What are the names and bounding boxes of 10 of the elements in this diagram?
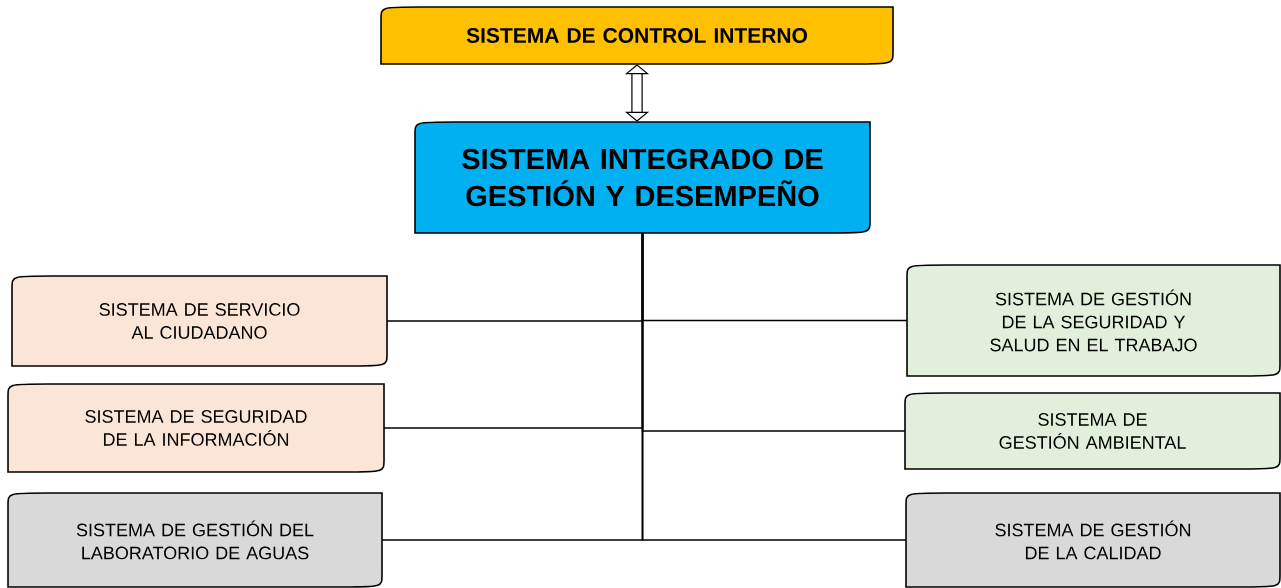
process-box: SISTEMA DE CONTROL INTERNO <box>380 6 894 65</box>
process-box: SISTEMA DE SERVICIO AL CIUDADANO <box>11 275 388 367</box>
connector-line <box>641 232 907 541</box>
process-box: SISTEMA DE SEGURIDAD DE LA INFORMACIÓN <box>7 383 385 473</box>
double-arrow <box>624 64 650 122</box>
process-box: SISTEMA INTEGRADO DE GESTIÓN Y DESEMPEÑO <box>414 121 871 234</box>
process-box: SISTEMA DE GESTIÓN AMBIENTAL <box>904 392 1281 470</box>
process-box: SISTEMA DE GESTIÓN DE LA SEGURIDAD Y SALUD EN EL TRABAJO <box>906 264 1281 377</box>
process-box: SISTEMA DE GESTIÓN DE LA CALIDAD <box>905 492 1281 588</box>
process-box: SISTEMA DE GESTIÓN DEL LABORATORIO DE AGUAS <box>7 492 383 588</box>
